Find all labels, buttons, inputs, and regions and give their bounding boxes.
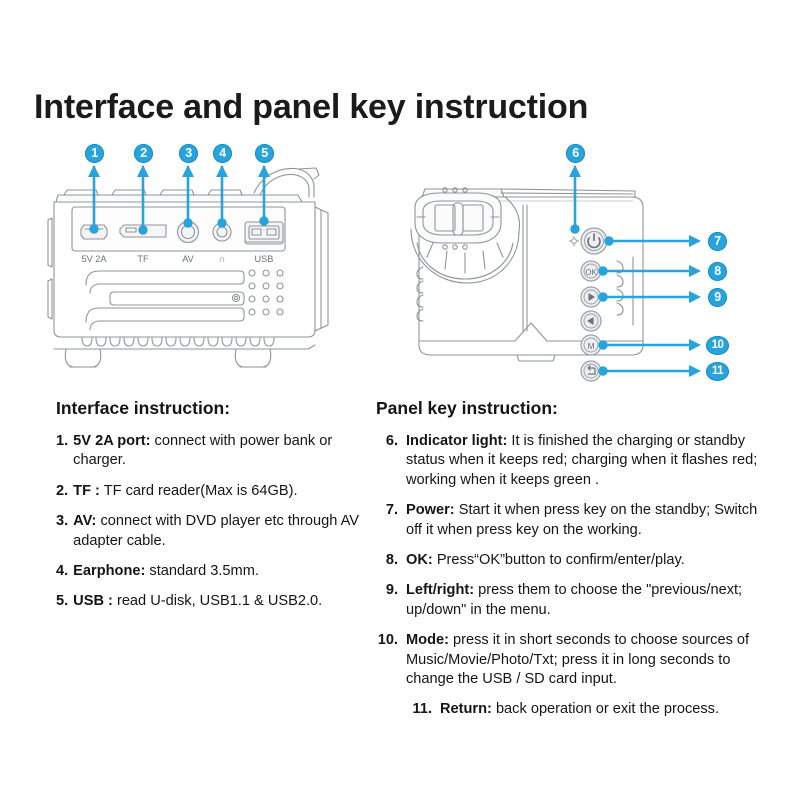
panel-item-6-number: 6. <box>385 433 398 449</box>
interface-item-5-lead: USB : <box>73 593 113 610</box>
left-callout-leaders <box>89 165 269 235</box>
interface-instruction-column: Interface instruction: 1. 5V 2A port: co… <box>56 398 368 623</box>
right-device-figure: OK M <box>405 144 775 390</box>
right-button-icon[interactable] <box>580 286 602 308</box>
panel-item-11-text: back operation or exit the process. <box>491 701 720 718</box>
panel-item-9-number: 9. <box>385 582 398 599</box>
interface-item-5-text: read U-disk, USB1.1 & USB2.0. <box>112 593 323 610</box>
panel-item-9-text: press them to choose the "previous/next;… <box>406 582 743 618</box>
callout-badge-6: 6 <box>566 144 585 163</box>
left-button-icon[interactable] <box>580 310 602 332</box>
mode-button-icon[interactable]: M <box>580 334 602 356</box>
panel-item-8-lead: OK: <box>406 552 433 569</box>
interface-item-1-lead: 5V 2A port: <box>73 433 151 449</box>
interface-item-3-number: 3. <box>56 513 69 530</box>
panel-key-instruction-column: Panel key instruction: 6. Indicator ligh… <box>376 398 776 731</box>
panel-item-10-body: Mode: press it in short seconds to choos… <box>406 631 776 689</box>
left-device-illustration: 5V 2A TF AV ∩ USB <box>47 165 329 368</box>
panel-item-6-body: Indicator light: It is finished the char… <box>406 432 776 490</box>
interface-item-4-lead: Earphone: <box>73 563 146 580</box>
interface-item-2-body: TF : TF card reader(Max is 64GB). <box>73 482 368 501</box>
callout-badge-8: 8 <box>708 262 727 281</box>
interface-item-3-lead: AV: <box>73 513 97 530</box>
callout-badge-4: 4 <box>213 144 232 163</box>
panel-item-7: 7. Power: Start it when press key on the… <box>376 501 776 540</box>
interface-instruction-heading: Interface instruction: <box>56 398 231 418</box>
panel-item-7-text: Start it when press key on the standby; … <box>406 502 758 538</box>
callout-badge-5: 5 <box>255 144 274 163</box>
port-label-earphone: ∩ <box>219 254 226 264</box>
callout-badge-10: 10 <box>706 336 729 355</box>
callout-badge-1: 1 <box>85 144 104 163</box>
callout-badge-9: 9 <box>708 288 727 307</box>
page-title: Interface and panel key instruction <box>34 88 589 126</box>
interface-item-5: 5. USB : read U-disk, USB1.1 & USB2.0. <box>56 592 368 611</box>
panel-item-6-lead: Indicator light: <box>406 433 508 449</box>
right-device-illustration: OK M <box>410 165 701 382</box>
figure-area: 5V 2A TF AV ∩ USB <box>0 144 800 390</box>
svg-text:M: M <box>587 341 594 351</box>
callout-badge-11: 11 <box>706 362 729 381</box>
interface-item-1-number: 1. <box>56 433 69 449</box>
port-label-group: 5V 2A TF AV ∩ USB <box>81 254 273 264</box>
panel-item-8-number: 8. <box>385 552 398 569</box>
interface-item-2-lead: TF : <box>73 482 100 499</box>
panel-item-9-body: Left/right: press them to choose the "pr… <box>406 581 776 620</box>
panel-key-instruction-heading: Panel key instruction: <box>376 398 558 418</box>
callout-badge-7: 7 <box>708 232 727 251</box>
indicator-led-icon <box>569 236 579 246</box>
power-button-icon[interactable] <box>580 227 608 255</box>
left-device-figure: 5V 2A TF AV ∩ USB <box>40 144 380 390</box>
callout-badge-3: 3 <box>179 144 198 163</box>
panel-item-7-body: Power: Start it when press key on the st… <box>406 501 776 540</box>
interface-item-3-body: AV: connect with DVD player etc through … <box>73 512 368 551</box>
panel-item-6-text: It is finished the charging or standby s… <box>406 433 758 488</box>
interface-item-1: 1. 5V 2A port: connect with power bank o… <box>56 432 368 471</box>
interface-item-4-number: 4. <box>56 563 69 580</box>
interface-item-5-body: USB : read U-disk, USB1.1 & USB2.0. <box>73 592 368 611</box>
interface-item-3-text: connect with DVD player etc through AV a… <box>73 513 359 549</box>
right-callout-leaders <box>570 165 693 376</box>
panel-item-11-body: Return: back operation or exit the proce… <box>440 700 776 719</box>
interface-item-2-text: TF card reader(Max is 64GB). <box>99 482 298 499</box>
ok-button-icon[interactable]: OK <box>580 260 602 282</box>
panel-item-9-lead: Left/right: <box>406 582 475 599</box>
port-label-av: AV <box>182 254 194 264</box>
interface-item-4-text: standard 3.5mm. <box>145 563 259 580</box>
panel-item-10-text: press it in short seconds to choose sour… <box>406 632 750 688</box>
interface-item-4-body: Earphone: standard 3.5mm. <box>73 562 368 581</box>
interface-item-2-number: 2. <box>56 482 69 499</box>
panel-item-8: 8. OK: Press“OK”button to confirm/enter/… <box>376 551 776 570</box>
panel-item-10-number: 10. <box>377 632 398 649</box>
panel-item-11-lead: Return: <box>440 701 492 718</box>
panel-item-11-number: 11. <box>412 701 432 718</box>
interface-item-1-text: connect with power bank or charger. <box>73 433 333 469</box>
left-callout-arrowheads <box>88 165 270 177</box>
port-label-5v2a: 5V 2A <box>81 254 107 264</box>
panel-item-8-text: Press“OK”button to confirm/enter/play. <box>432 552 685 569</box>
panel-item-7-number: 7. <box>385 502 398 519</box>
port-label-usb: USB <box>255 254 274 264</box>
panel-item-10-lead: Mode: <box>406 632 449 649</box>
panel-item-9: 9. Left/right: press them to choose the … <box>376 581 776 620</box>
panel-buttons: OK M <box>580 227 608 382</box>
port-label-tf: TF <box>137 254 149 264</box>
panel-item-8-body: OK: Press“OK”button to confirm/enter/pla… <box>406 551 776 570</box>
panel-item-6: 6. Indicator light: It is finished the c… <box>376 432 776 490</box>
right-callout-arrowheads <box>569 165 701 377</box>
panel-item-10: 10. Mode: press it in short seconds to c… <box>376 631 776 689</box>
panel-item-11: 11. Return: back operation or exit the p… <box>376 700 776 719</box>
svg-text:OK: OK <box>585 268 597 277</box>
interface-item-1-body: 5V 2A port: connect with power bank or c… <box>73 432 368 471</box>
interface-item-4: 4. Earphone: standard 3.5mm. <box>56 562 368 581</box>
interface-item-3: 3. AV: connect with DVD player etc throu… <box>56 512 368 551</box>
return-button-icon[interactable] <box>580 360 602 382</box>
interface-item-5-number: 5. <box>56 593 69 610</box>
interface-item-2: 2. TF : TF card reader(Max is 64GB). <box>56 482 368 501</box>
callout-badge-2: 2 <box>134 144 153 163</box>
panel-item-7-lead: Power: <box>406 502 455 519</box>
